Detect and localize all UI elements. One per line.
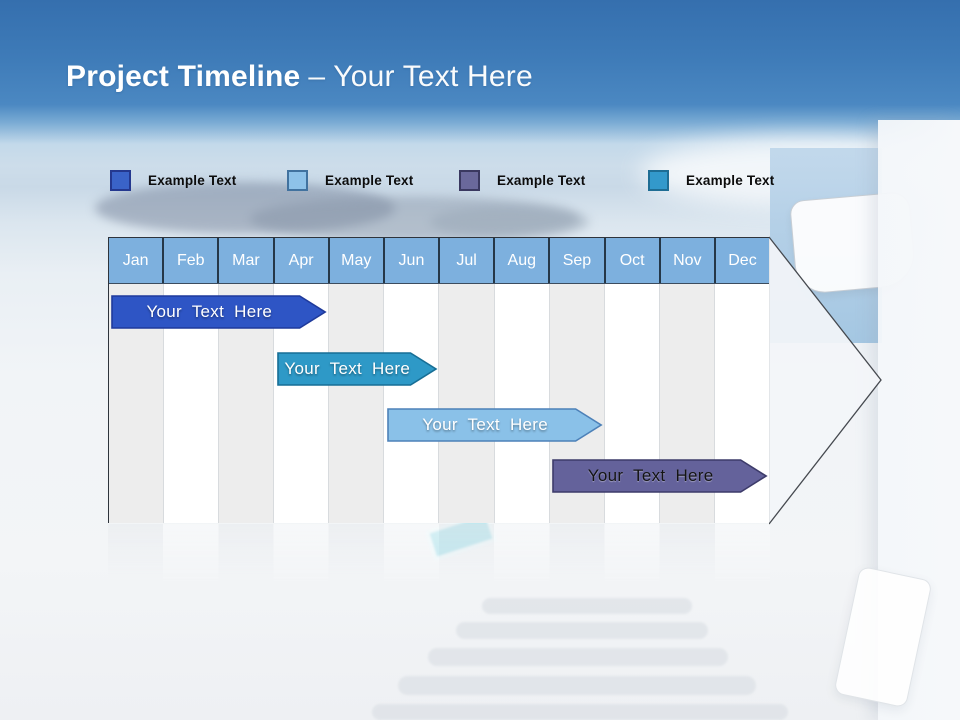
bar-arrow-shape — [552, 459, 768, 493]
legend-item-1[interactable]: Example Text — [110, 168, 236, 192]
bar-arrow-shape — [387, 408, 603, 442]
timeline-bar-3[interactable]: Your Text Here — [387, 408, 603, 442]
month-cell-apr: Apr — [274, 238, 330, 283]
stair-step — [482, 598, 692, 614]
month-cell-jul: Jul — [440, 238, 496, 283]
title-subtitle: – Your Text Here — [308, 60, 533, 93]
month-cell-oct: Oct — [605, 238, 661, 283]
timeline-bar-1[interactable]: Your Text Here — [111, 295, 327, 329]
legend-label-2[interactable]: Example Text — [325, 172, 414, 188]
grid-column-jul — [439, 284, 495, 523]
legend-swatch-2 — [287, 169, 308, 191]
month-cell-nov: Nov — [660, 238, 716, 283]
legend-swatch-4 — [648, 169, 669, 191]
month-cell-jun: Jun — [384, 238, 441, 283]
legend: Example Text Example Text Example Text E… — [0, 168, 960, 194]
stair-step — [398, 676, 756, 695]
bar-arrow-shape — [111, 295, 327, 329]
table-reflection — [108, 524, 770, 596]
stair-step — [456, 622, 708, 639]
grid-column-aug — [494, 284, 550, 523]
stair-step — [428, 648, 728, 666]
island-silhouette — [250, 196, 580, 242]
timeline-arrow-head — [769, 236, 882, 525]
bar-label[interactable]: Your Text Here — [146, 302, 273, 321]
stair-step — [372, 704, 788, 720]
month-cell-mar: Mar — [219, 238, 275, 283]
month-cell-dec: Dec — [715, 238, 770, 283]
grid-column-may — [329, 284, 385, 523]
legend-label-4[interactable]: Example Text — [686, 172, 775, 188]
legend-label-3[interactable]: Example Text — [497, 172, 586, 188]
bar-label[interactable]: Your Text Here — [422, 415, 549, 434]
bar-label[interactable]: Your Text Here — [587, 466, 714, 485]
white-building-photo — [878, 120, 960, 720]
legend-label-1[interactable]: Example Text — [148, 172, 237, 188]
legend-item-3[interactable]: Example Text — [459, 168, 585, 192]
timeline-bar-2[interactable]: Your Text Here — [276, 352, 438, 386]
wall-unit-photo — [833, 565, 933, 709]
legend-swatch-1 — [110, 169, 131, 191]
month-cell-jan: Jan — [109, 238, 165, 283]
month-cell-aug: Aug — [495, 238, 551, 283]
bar-label[interactable]: Your Text Here — [284, 359, 411, 378]
legend-item-4[interactable]: Example Text — [648, 168, 774, 192]
grid-column-jun — [384, 284, 440, 523]
island-silhouette — [430, 206, 590, 238]
timeline-bar-4[interactable]: Your Text Here — [552, 459, 768, 493]
month-cell-may: May — [329, 238, 385, 283]
bar-arrow-shape — [276, 352, 438, 386]
page-title: Project Timeline– Your Text Here — [66, 60, 533, 94]
month-cell-sep: Sep — [550, 238, 606, 283]
title-emphasis: Project Timeline — [66, 60, 301, 93]
legend-item-2[interactable]: Example Text — [287, 168, 413, 192]
legend-swatch-3 — [459, 169, 480, 191]
month-cell-feb: Feb — [164, 238, 220, 283]
